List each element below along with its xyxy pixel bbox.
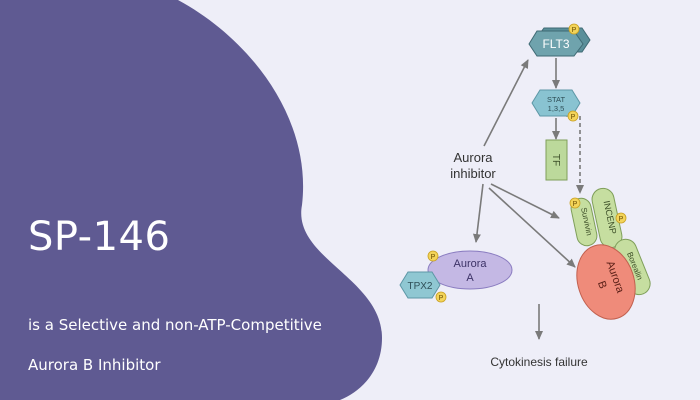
arrow-inhibitor-to-aurora-b xyxy=(488,187,576,268)
arrows xyxy=(472,58,584,340)
stat-label-line2: 1,3,5 xyxy=(548,104,565,113)
page-title: SP-146 xyxy=(28,214,171,260)
phospho-label: P xyxy=(439,295,444,302)
dashed-arrow-stat-to-complex xyxy=(566,115,584,194)
stat-label-line1: STAT xyxy=(547,95,565,104)
arrow-inhibitor-to-survivin xyxy=(490,183,560,219)
aurora-b-label-line2: B xyxy=(595,279,609,290)
tf-label: TF xyxy=(550,154,561,166)
phospho-label: P xyxy=(573,201,578,208)
arrow-inhibitor-to-aurora-a xyxy=(472,183,484,243)
subtitle-line2: Aurora B Inhibitor xyxy=(28,356,161,374)
arrow-inhibitor-to-flt3 xyxy=(483,59,529,147)
tf-node: TF xyxy=(545,139,568,181)
phospho-label: P xyxy=(431,254,436,261)
phospho-icon xyxy=(615,212,627,224)
aurora-a-node: Aurora A xyxy=(427,250,513,290)
inhibitor-label-line2: inhibitor xyxy=(450,166,496,181)
survivin-node: Survivin xyxy=(570,197,598,247)
flt3-node: FLT3 P xyxy=(528,23,591,57)
phospho-icon xyxy=(427,250,439,262)
cpc-complex: Survivin INCENP Borealin Aurora B P P xyxy=(569,187,651,320)
phospho-icon xyxy=(567,110,579,122)
phospho-icon xyxy=(568,23,580,35)
outcome-label: Cytokinesis failure xyxy=(490,355,588,369)
aurora-a-label-line2: A xyxy=(466,272,474,284)
subtitle-line1: is a Selective and non-ATP-Competitive xyxy=(28,316,322,334)
phospho-label: P xyxy=(571,114,576,121)
aurora-b-node: Aurora B xyxy=(576,244,636,320)
aurora-a-label-line1: Aurora xyxy=(453,258,487,270)
stat-node: STAT 1,3,5 P xyxy=(531,89,581,122)
phospho-label: P xyxy=(619,216,624,223)
tpx2-label: TPX2 xyxy=(407,281,432,292)
phospho-label: P xyxy=(572,27,577,34)
inhibitor-label-line1: Aurora xyxy=(453,150,493,165)
banner-shape xyxy=(0,0,382,400)
phospho-icon xyxy=(569,197,581,209)
phospho-icon xyxy=(435,291,447,303)
tpx2-node: TPX2 xyxy=(399,271,441,299)
flt3-label: FLT3 xyxy=(542,37,569,51)
